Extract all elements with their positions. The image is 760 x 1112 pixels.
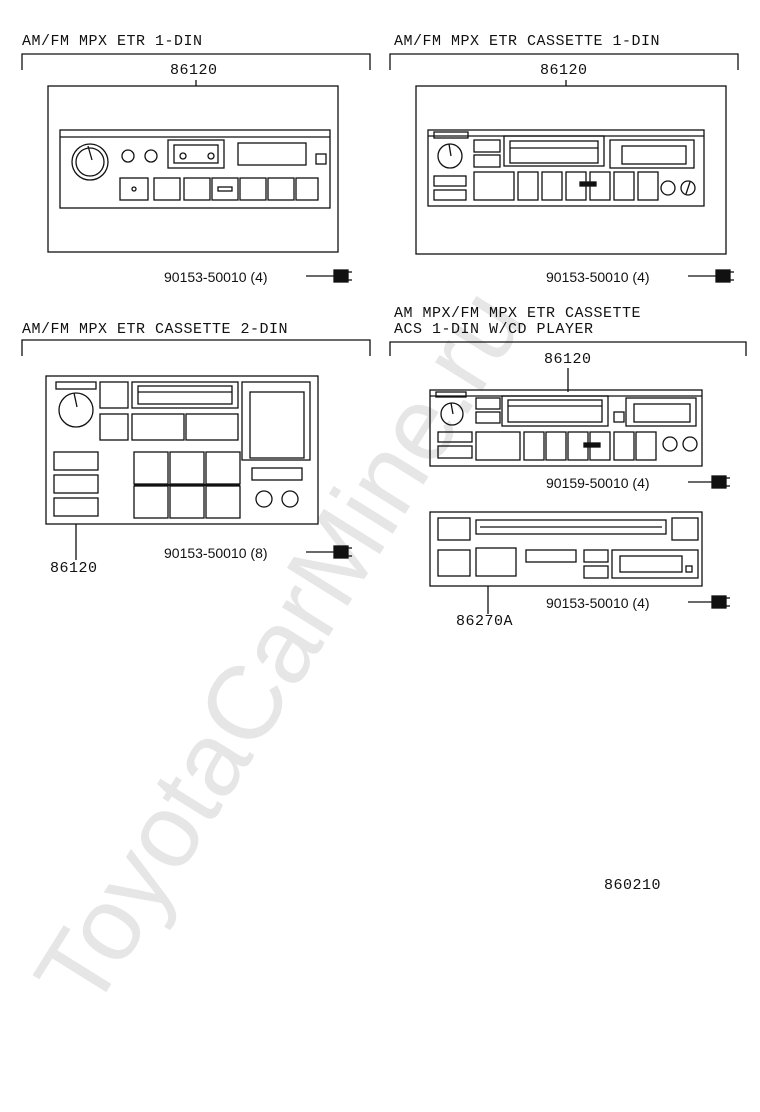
section-1-part-number: 86120: [170, 62, 218, 79]
section-4-artwork: [389, 341, 747, 614]
volume-knob: [71, 143, 109, 181]
section-2-screw-label: 90153-50010 (4): [546, 269, 650, 285]
section-4-title-line2: ACS 1-DIN W/CD PLAYER: [394, 321, 594, 338]
section-4-part-number: 86120: [544, 351, 592, 368]
cd-screw-label: 90153-50010 (4): [546, 595, 650, 611]
section-1-artwork: [21, 53, 371, 283]
display-window: [237, 142, 307, 166]
radio-1din-panel: [47, 85, 339, 253]
section-4-title-line1: AM MPX/FM MPX ETR CASSETTE: [394, 305, 642, 322]
radio-cassette-2din-panel: [45, 375, 319, 525]
section-3-title: AM/FM MPX ETR CASSETTE 2-DIN: [22, 321, 289, 338]
section-2-part-number: 86120: [540, 62, 588, 79]
section-3-part-number: 86120: [50, 560, 98, 577]
section-2-title: AM/FM MPX ETR CASSETTE 1-DIN: [394, 33, 661, 50]
radio-cassette-1din-panel: [415, 85, 727, 255]
cd-player-panel: [429, 511, 703, 587]
section-1-title: AM/FM MPX ETR 1-DIN: [22, 33, 203, 50]
section-3-screw-label: 90153-50010 (8): [164, 545, 268, 561]
cd-part-number: 86270A: [456, 613, 514, 630]
radio-cassette-acs-panel: [429, 389, 703, 467]
section-1-screw-label: 90153-50010 (4): [164, 269, 268, 285]
section-2-artwork: [389, 53, 739, 283]
section-4-screw-label: 90159-50010 (4): [546, 475, 650, 491]
diagram-id: 860210: [604, 877, 662, 894]
section-3-artwork: [21, 339, 371, 560]
